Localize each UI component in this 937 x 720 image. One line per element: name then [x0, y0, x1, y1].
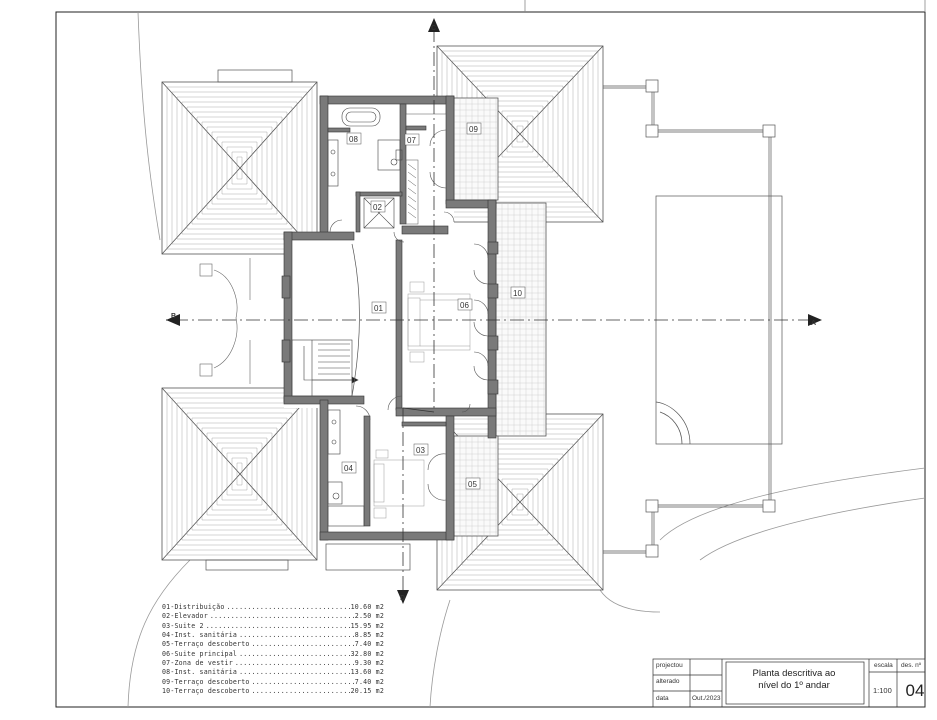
room-label-02: 02 — [373, 203, 382, 212]
pergola — [603, 79, 783, 558]
room-label-06: 06 — [460, 301, 469, 310]
legend-code: 10 — [162, 687, 171, 696]
legend-area: 20.15 m2 — [350, 687, 384, 696]
svg-text:B: B — [171, 313, 176, 320]
alterado-label: alterado — [656, 678, 680, 685]
legend-code: 09 — [162, 677, 171, 686]
closet-07-fixtures — [405, 103, 447, 225]
legend-room-name: Terraço descoberto — [174, 687, 250, 696]
legend-area: 7.40 m2 — [354, 677, 384, 686]
staircase — [291, 339, 359, 397]
legend-code: 01 — [162, 603, 171, 611]
svg-text:D: D — [400, 595, 405, 602]
bathroom-08-fixtures — [327, 107, 403, 187]
svg-text:C: C — [431, 25, 436, 32]
legend-room-name: Elevador — [174, 612, 208, 621]
des-label: des. nº — [901, 662, 922, 669]
section-marker-b: B — [166, 313, 180, 326]
room-label-03: 03 — [416, 446, 425, 455]
legend-code: 03 — [162, 621, 171, 630]
room-label-05: 05 — [468, 480, 477, 489]
walls — [281, 95, 499, 541]
bed-suite-06 — [407, 281, 471, 363]
section-marker-d: D — [397, 590, 409, 604]
section-lines — [174, 28, 814, 598]
legend-row: 07-Zona de vestir9.30 m2 — [162, 659, 384, 668]
room-label-07: 07 — [407, 136, 416, 145]
legend-room-name: Inst. sanitária — [174, 668, 238, 677]
legend-room-name: Zona de vestir — [174, 659, 233, 668]
legend-area: 7.40 m2 — [354, 640, 384, 649]
scale-value: 1:100 — [873, 686, 892, 695]
room-label-09: 09 — [469, 125, 478, 134]
title-block — [652, 658, 926, 708]
legend-area: 13.60 m2 — [350, 668, 384, 677]
legend-row: 09-Terraço descoberto7.40 m2 — [162, 678, 384, 687]
room-label-08: 08 — [349, 135, 358, 144]
roof-top-left — [161, 81, 318, 255]
terrace-09 — [453, 97, 499, 201]
legend-row: 05-Terraço descoberto7.40 m2 — [162, 640, 384, 649]
legend-row: 06-Suite principal32.80 m2 — [162, 650, 384, 659]
legend-room-name: Terraço descoberto — [174, 677, 250, 686]
legend-room-name: Suite 2 — [174, 621, 204, 630]
legend-area: 8.85 m2 — [354, 631, 384, 640]
legend-room-name: Suite principal — [174, 649, 238, 658]
doors — [329, 129, 489, 501]
legend-code: 07 — [162, 659, 171, 668]
room-label-04: 04 — [344, 464, 353, 473]
legend-code: 02 — [162, 612, 171, 621]
legend-row: 10-Terraço descoberto20.15 m2 — [162, 687, 384, 696]
legend-code: 04 — [162, 631, 171, 640]
escala-label: escala — [874, 662, 893, 669]
legend-area: 9.30 m2 — [354, 659, 384, 668]
legend-code: 06 — [162, 649, 171, 658]
legend-code: 05 — [162, 640, 171, 649]
legend-area: 10.60 m2 — [350, 603, 384, 611]
bathroom-04-fixtures — [327, 409, 365, 527]
legend-row: 04-Inst. sanitária8.85 m2 — [162, 631, 384, 640]
legend-code: 08 — [162, 668, 171, 677]
legend-room-name: Terraço descoberto — [174, 640, 250, 649]
sheet-frame — [55, 11, 926, 708]
legend-area: 15.95 m2 — [350, 621, 384, 630]
legend-row: 03-Suite 215.95 m2 — [162, 622, 384, 631]
room-label-01: 01 — [374, 304, 383, 313]
bed-suite-03 — [373, 449, 425, 519]
legend-row: 02-Elevador2.50 m2 — [162, 612, 384, 621]
room-label-10: 10 — [513, 289, 522, 298]
legend-room-name: Distribuição — [174, 603, 225, 611]
legend-row: 01-Distribuição10.60 m2 — [162, 603, 384, 612]
section-marker-a: A — [808, 314, 822, 327]
drawing-title: Planta descritiva ao nível do 1º andar — [752, 668, 836, 691]
legend-area: 32.80 m2 — [350, 649, 384, 658]
svg-text:A: A — [811, 320, 816, 327]
date-value: Out./2023 — [692, 695, 721, 702]
section-marker-c: C — [428, 18, 440, 32]
elevator — [363, 197, 395, 229]
sheet-number: 04 — [905, 681, 925, 700]
data-label: data — [656, 695, 669, 702]
legend-area: 2.50 m2 — [354, 612, 384, 621]
roof-bottom-left — [161, 387, 318, 561]
legend-row: 08-Inst. sanitária13.60 m2 — [162, 668, 384, 677]
terrace-10 — [495, 202, 547, 437]
legend-room-name: Inst. sanitária — [174, 631, 238, 640]
projectou-label: projectou — [656, 662, 683, 669]
room-labels: 01 02 03 04 05 06 07 08 09 10 — [341, 122, 526, 490]
